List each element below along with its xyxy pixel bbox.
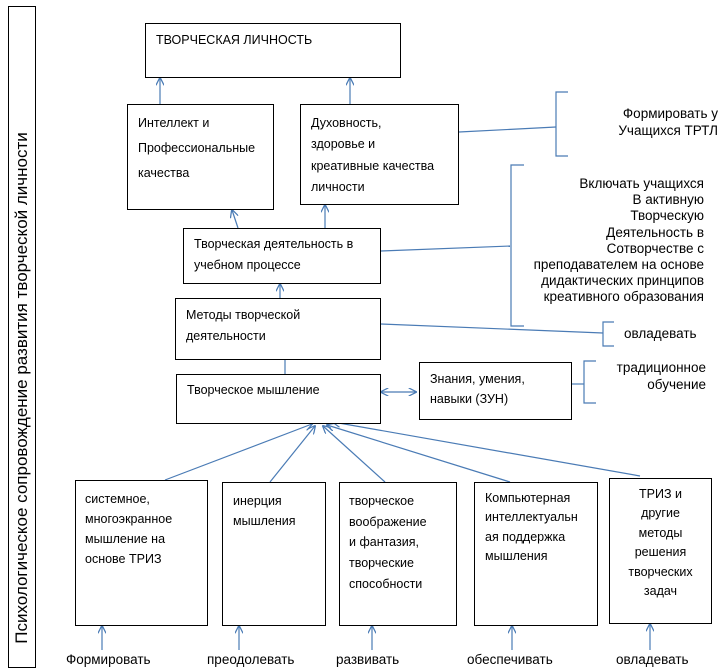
- label-provide: обеспечивать: [467, 652, 553, 667]
- side-title-frame: [8, 6, 36, 668]
- systemic-thinking-box: системное, многоэкранное мышление на осн…: [75, 480, 208, 626]
- brace-traditional: [583, 360, 596, 404]
- creative-thinking-label: Творческое мышление: [187, 383, 320, 397]
- methods-label: Методы творческой деятельности: [186, 308, 301, 344]
- brace-master: [602, 321, 614, 347]
- arrow-computer-to-thinking: [327, 425, 511, 483]
- arrow-imagination-to-thinking: [323, 426, 386, 483]
- creative-activity-box: Творческая деятельность в учебном процес…: [183, 228, 381, 284]
- imagination-box: творческое воображение и фантазия, творч…: [339, 482, 457, 626]
- label-master: овладевать: [616, 652, 689, 667]
- label-overcome: преодолевать: [207, 652, 295, 667]
- arrow-inertia-to-thinking: [269, 426, 315, 483]
- inertia-label: инерция мышления: [233, 494, 296, 528]
- inertia-box: инерция мышления: [222, 482, 326, 626]
- arrow-systemic-to-thinking: [164, 424, 312, 481]
- arrow-activity-to-intellect: [232, 210, 239, 229]
- spirituality-box: Духовность, здоровье и креативные качест…: [300, 104, 459, 205]
- triz-methods-box: ТРИЗ и другие методы решения творческих …: [609, 478, 712, 624]
- note-include: Включать учащихся В активную Творческую …: [533, 176, 704, 305]
- connector-methods-to-brace: [380, 323, 604, 334]
- arrow-triz-to-thinking: [333, 422, 641, 477]
- note-traditional: традиционное обучение: [616, 360, 706, 392]
- connector-activity-to-brace: [380, 245, 511, 252]
- computer-support-label: Компьютерная интеллектуальн ая поддержка…: [485, 491, 578, 564]
- spirituality-label: Духовность, здоровье и креативные качест…: [311, 116, 435, 194]
- note-form-trtl: Формировать у Учащихся ТРТЛ: [618, 106, 718, 138]
- brace-form: [555, 91, 568, 157]
- creative-personality-label: ТВОРЧЕСКАЯ ЛИЧНОСТЬ: [156, 33, 313, 47]
- computer-support-box: Компьютерная интеллектуальн ая поддержка…: [474, 482, 598, 626]
- creative-activity-label: Творческая деятельность в учебном процес…: [194, 237, 354, 273]
- imagination-label: творческое воображение и фантазия, творч…: [349, 494, 427, 591]
- zun-label: Знания, умения, навыки (ЗУН): [430, 372, 525, 406]
- intellect-label: Интеллект и Профессиональные качества: [138, 116, 256, 180]
- note-master: овладевать: [624, 326, 697, 341]
- intellect-box: Интеллект и Профессиональные качества: [127, 104, 274, 210]
- zun-box: Знания, умения, навыки (ЗУН): [419, 362, 572, 420]
- creative-thinking-box: Творческое мышление: [176, 374, 381, 424]
- creative-personality-box: ТВОРЧЕСКАЯ ЛИЧНОСТЬ: [145, 23, 401, 78]
- connector-spirituality-to-brace: [458, 126, 557, 133]
- systemic-thinking-label: системное, многоэкранное мышление на осн…: [85, 492, 173, 566]
- methods-box: Методы творческой деятельности: [175, 298, 381, 360]
- label-develop: развивать: [336, 652, 400, 667]
- brace-include: [510, 164, 524, 327]
- triz-methods-label: ТРИЗ и другие методы решения творческих …: [628, 487, 693, 598]
- label-form: Формировать: [66, 652, 151, 667]
